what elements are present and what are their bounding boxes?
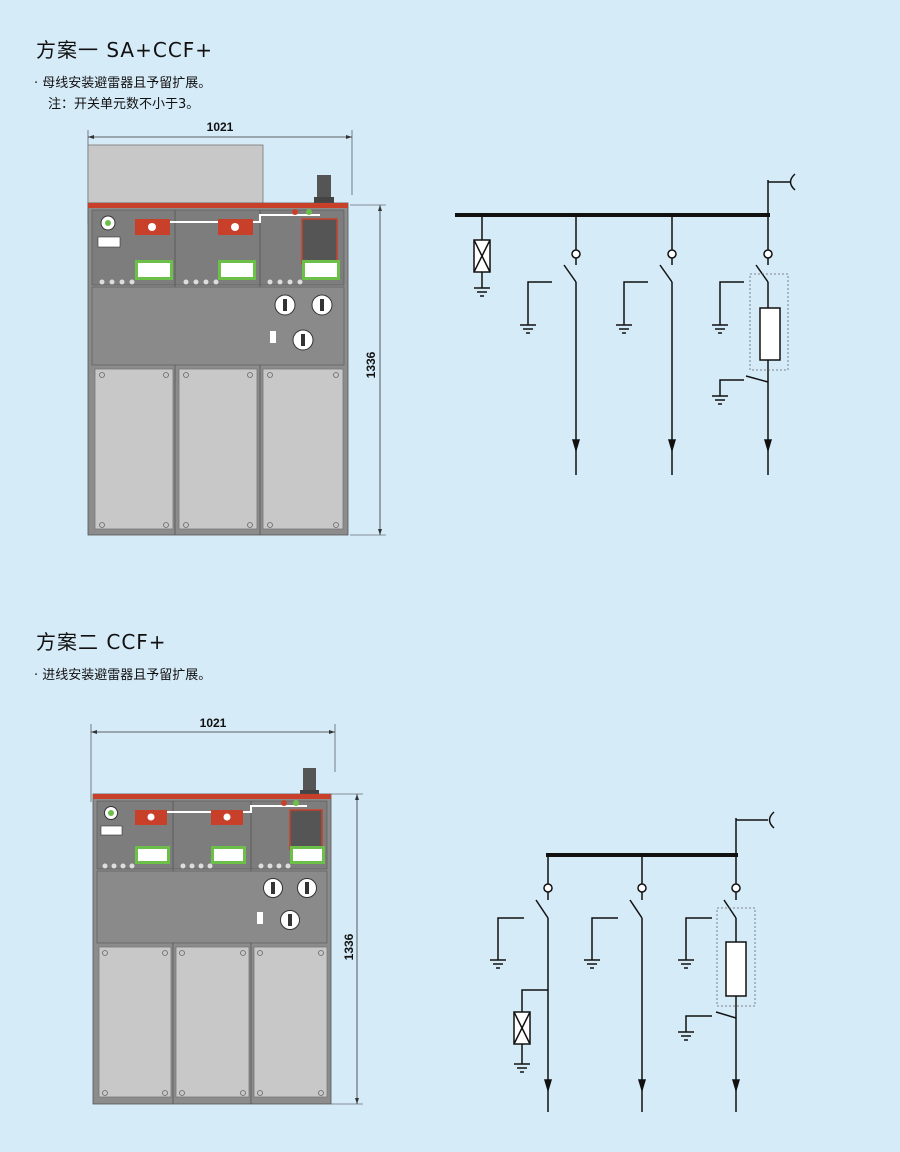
scheme1-door-3 [262, 368, 344, 530]
scheme2-width-label: 1021 [200, 716, 227, 730]
scheme2-height-dimension: 1336 [331, 793, 363, 1105]
scheme2-width-dimension: 1021 [90, 716, 336, 802]
scheme2-door-1 [98, 946, 172, 1098]
scheme1-pressure-gauge [317, 175, 331, 199]
scheme1-height-label: 1336 [364, 351, 378, 378]
scheme2-note-1: · 进线安装避雷器且予留扩展。 [34, 668, 212, 683]
scheme1-single-line-diagram [455, 173, 796, 475]
scheme1-top-cover [87, 144, 264, 206]
scheme2-height-label: 1336 [342, 933, 356, 960]
scheme2-single-line-diagram [490, 811, 775, 1112]
scheme1-title: 方案一 SA+CCF+ [36, 38, 214, 62]
scheme2-title: 方案二 CCF+ [36, 630, 167, 654]
scheme1-height-dimension: 1336 [350, 204, 386, 536]
scheme1-cabinet-drawing: 1021 1336 [87, 120, 386, 536]
scheme2-door-3 [253, 946, 328, 1098]
scheme2-pressure-gauge [303, 768, 316, 792]
scheme1-note-1: · 母线安装避雷器且予留扩展。 [34, 76, 212, 91]
scheme1-width-label: 1021 [207, 120, 234, 134]
scheme1-door-1 [94, 368, 174, 530]
scheme1-note-2: 注：开关单元数不小于3。 [48, 97, 200, 112]
scheme1-door-2 [178, 368, 258, 530]
scheme2-door-2 [175, 946, 250, 1098]
scheme2-cabinet-drawing: 1021 1336 [90, 716, 363, 1105]
